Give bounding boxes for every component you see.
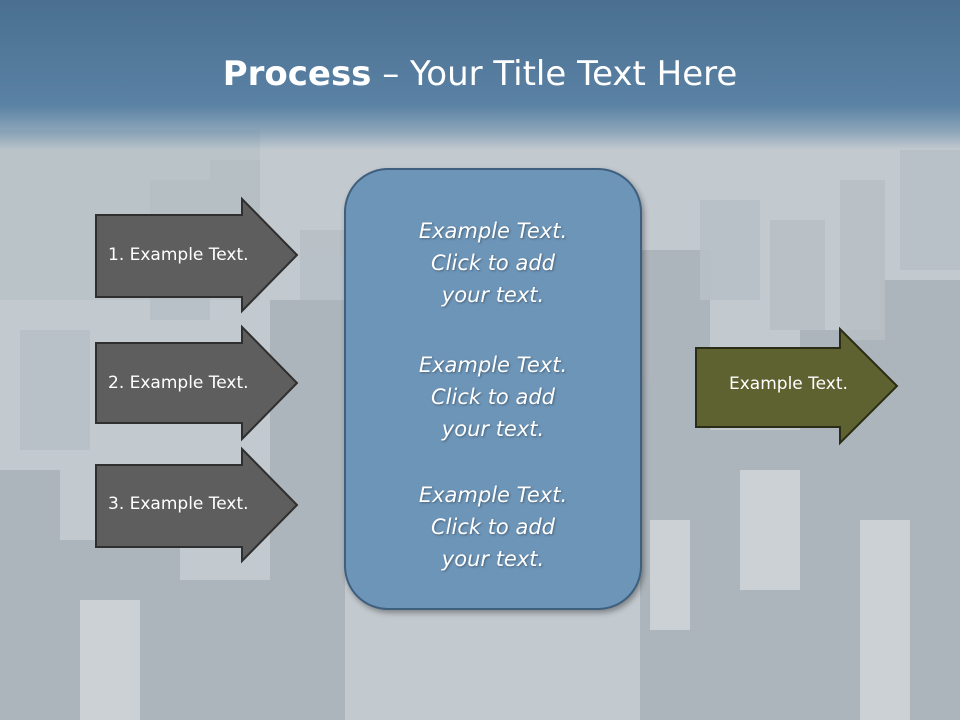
block-line: Click to add: [430, 251, 555, 275]
result-arrow[interactable]: Example Text.: [695, 326, 899, 446]
step-arrow-2[interactable]: 2. Example Text.: [95, 324, 299, 442]
step-label: 2. Example Text.: [108, 373, 249, 393]
center-text-block-2: Example Text. Click to add your text.: [346, 349, 640, 445]
title-rest: – Your Title Text Here: [371, 54, 738, 94]
right-arrow-icon: [95, 324, 299, 442]
block-line: your text.: [441, 417, 545, 441]
title-bar: [0, 0, 960, 150]
center-text-block-1: Example Text. Click to add your text.: [346, 215, 640, 311]
block-line: Click to add: [430, 515, 555, 539]
center-text-box[interactable]: Example Text. Click to add your text. Ex…: [344, 168, 642, 610]
result-label: Example Text.: [729, 374, 848, 394]
block-line: Example Text.: [418, 353, 568, 377]
block-line: your text.: [441, 547, 545, 571]
step-label: 3. Example Text.: [108, 494, 249, 514]
slide-title[interactable]: Process – Your Title Text Here: [0, 52, 960, 96]
step-arrow-3[interactable]: 3. Example Text.: [95, 446, 299, 564]
block-line: your text.: [441, 283, 545, 307]
title-bold: Process: [222, 54, 372, 94]
right-arrow-icon: [695, 326, 899, 446]
center-text-block-3: Example Text. Click to add your text.: [346, 479, 640, 575]
block-line: Click to add: [430, 385, 555, 409]
step-arrow-1[interactable]: 1. Example Text.: [95, 196, 299, 314]
right-arrow-icon: [95, 196, 299, 314]
right-arrow-icon: [95, 446, 299, 564]
step-label: 1. Example Text.: [108, 245, 249, 265]
block-line: Example Text.: [418, 483, 568, 507]
block-line: Example Text.: [418, 219, 568, 243]
